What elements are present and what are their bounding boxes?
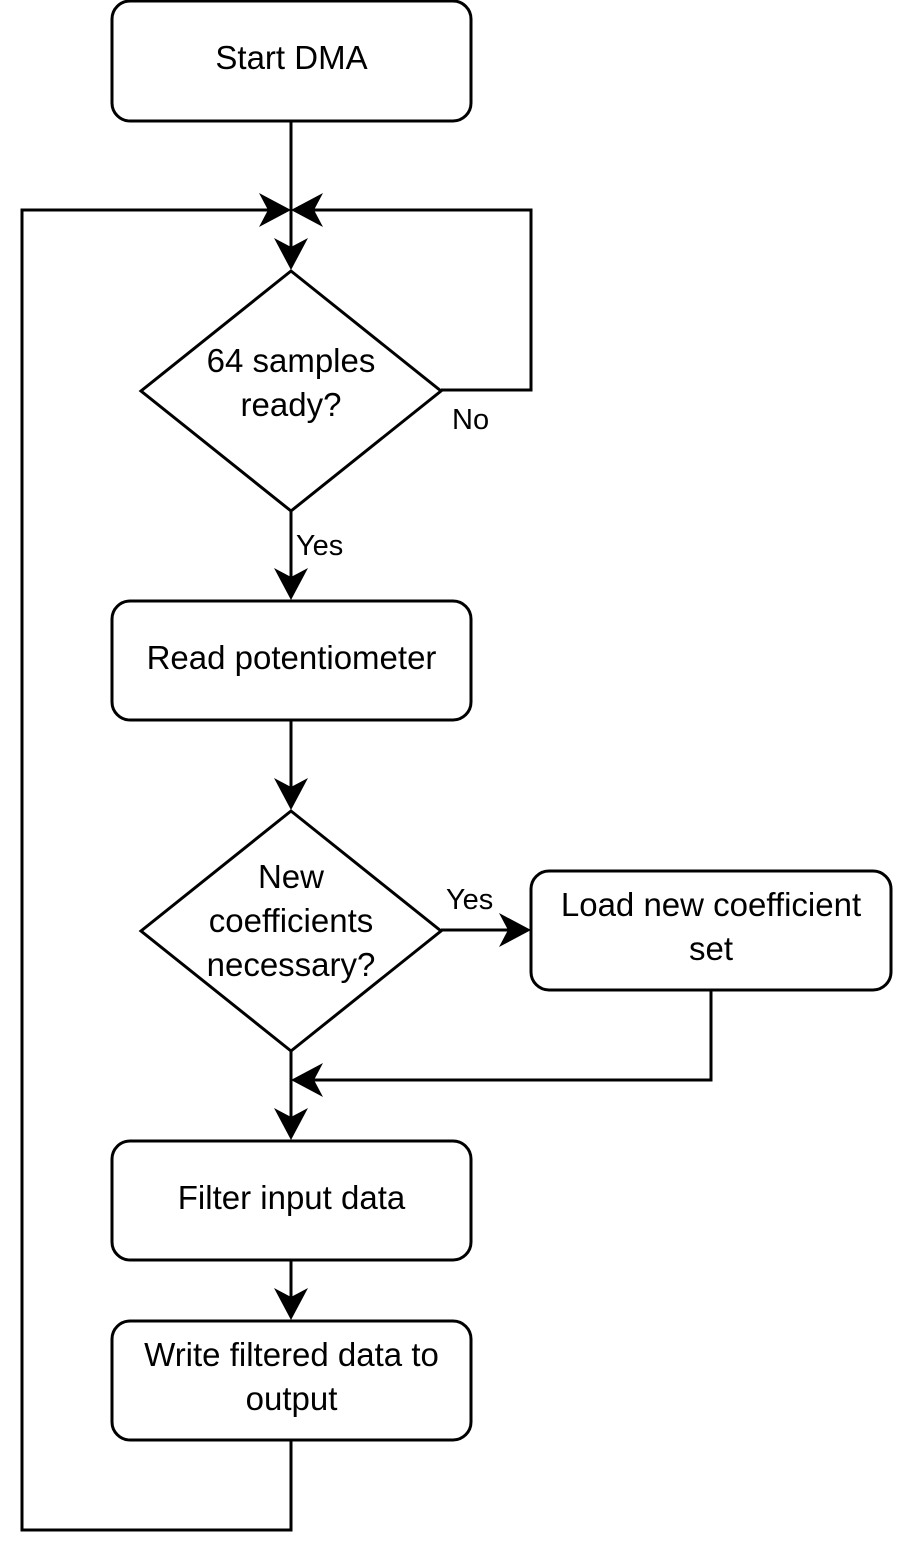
arrowhead-into-read (274, 568, 308, 600)
filter-input-box (110, 1139, 473, 1262)
arrowhead-into-samples (274, 238, 308, 270)
arrowhead-into-filter (274, 1108, 308, 1140)
coefficients-check-label: New coefficients necessary? (206, 858, 376, 983)
filter-input-label: Filter input data (177, 1178, 406, 1216)
load-coefficient-box (529, 869, 893, 992)
arrowhead-into-load (499, 913, 531, 947)
edge-label-no: No (452, 404, 490, 436)
write-output-box (110, 1319, 473, 1442)
samples-decision-diamond (138, 269, 444, 513)
write-output-label: Write filtered data to output (144, 1336, 439, 1417)
read-potentiometer-box (110, 599, 473, 722)
arrowhead-main-loop (259, 193, 291, 227)
arrowhead-no-loop (291, 193, 323, 227)
start-box (110, 0, 473, 123)
samples-check-label: 64 samples ready? (206, 342, 376, 423)
edge-main-loop-back (20, 208, 293, 1532)
edge-label-yes-coefficients: Yes (446, 884, 494, 916)
arrowhead-into-coeff (274, 778, 308, 810)
edge-no-loop (305, 208, 533, 392)
edge-label-yes-samples: Yes (296, 530, 344, 562)
read-potentiometer-label: Read potentiometer (146, 638, 437, 676)
start-label: Start DMA (215, 39, 368, 76)
edge-load-to-merge (305, 990, 713, 1082)
coefficients-decision-diamond (138, 809, 444, 1053)
arrowhead-into-write (274, 1288, 308, 1320)
load-coefficient-label: Load new coefficient set (560, 886, 862, 967)
arrowhead-load-merge (291, 1063, 323, 1097)
